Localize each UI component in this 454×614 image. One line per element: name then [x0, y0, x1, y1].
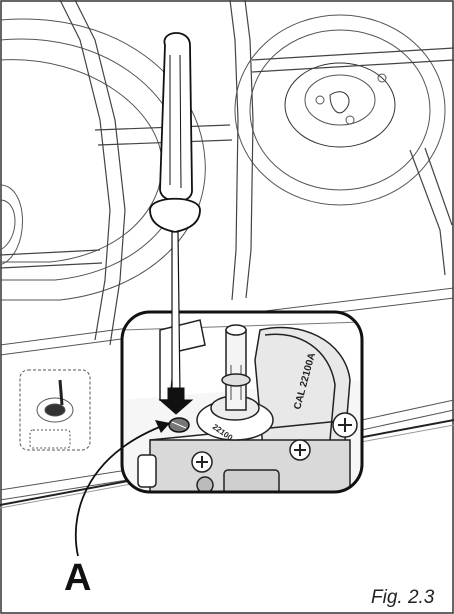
gas-valve-body — [137, 326, 358, 492]
callout-leader-arrowhead — [155, 420, 170, 433]
down-arrow-icon — [158, 387, 194, 415]
callout-label-a: A — [64, 557, 91, 599]
rear-valve — [19, 369, 91, 451]
right-burner — [234, 14, 446, 206]
screwdriver-icon — [149, 32, 201, 396]
callout-leader — [74, 422, 171, 557]
inset-border — [120, 310, 364, 494]
valve-spindle — [196, 324, 274, 441]
pan-support-grid — [0, 0, 454, 346]
adjustment-screw — [168, 417, 190, 433]
magnified-inset: CAL 22100A 22100 — [120, 310, 364, 494]
figure-caption: Fig. 2.3 — [371, 587, 435, 608]
